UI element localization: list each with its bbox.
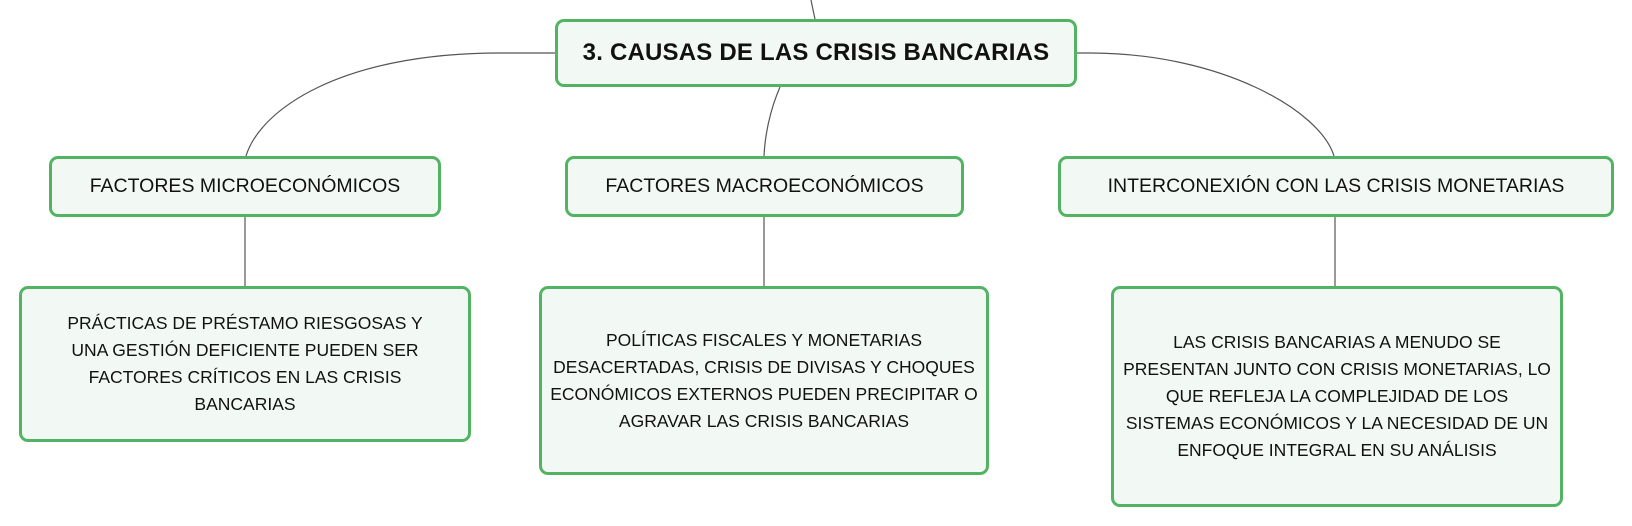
branch-node-microeconomicos[interactable]: FACTORES MICROECONÓMICOS <box>49 156 441 217</box>
branch-node-label: INTERCONEXIÓN CON LAS CRISIS MONETARIAS <box>1107 175 1565 197</box>
connector-root-to-microeconomicos <box>245 52 555 157</box>
detail-node-microeconomicos[interactable]: PRÁCTICAS DE PRÉSTAMO RIESGOSAS Y UNA GE… <box>19 286 471 442</box>
detail-node-macroeconomicos[interactable]: POLÍTICAS FISCALES Y MONETARIAS DESACERT… <box>539 286 989 475</box>
detail-node-interconexion[interactable]: LAS CRISIS BANCARIAS A MENUDO SE PRESENT… <box>1111 286 1563 507</box>
branch-node-label: FACTORES MACROECONÓMICOS <box>605 175 924 197</box>
connector-parent-to-root <box>810 0 816 20</box>
connector-root-to-interconexion <box>1077 52 1335 157</box>
detail-node-text: PRÁCTICAS DE PRÉSTAMO RIESGOSAS Y UNA GE… <box>67 313 423 414</box>
connector-root-to-macroeconomicos <box>763 86 781 157</box>
branch-node-interconexion[interactable]: INTERCONEXIÓN CON LAS CRISIS MONETARIAS <box>1058 156 1614 217</box>
detail-node-text: POLÍTICAS FISCALES Y MONETARIAS DESACERT… <box>550 329 978 431</box>
detail-node-text: LAS CRISIS BANCARIAS A MENUDO SE PRESENT… <box>1123 332 1551 460</box>
branch-node-macroeconomicos[interactable]: FACTORES MACROECONÓMICOS <box>565 156 964 217</box>
branch-node-label: FACTORES MICROECONÓMICOS <box>89 175 401 197</box>
root-node[interactable]: 3. CAUSAS DE LAS CRISIS BANCARIAS <box>555 19 1077 87</box>
root-node-label: 3. CAUSAS DE LAS CRISIS BANCARIAS <box>582 39 1050 66</box>
